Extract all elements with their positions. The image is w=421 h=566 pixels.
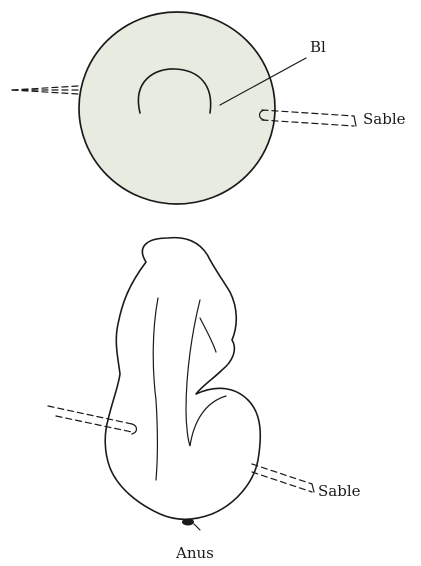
left-needle-bottom	[48, 406, 137, 434]
bottom-panel-embryo: Sable Anus	[48, 238, 361, 562]
embryo-inner-fold-left	[153, 298, 158, 480]
embryo-outline	[105, 238, 260, 520]
gastrula-outline	[79, 12, 275, 204]
top-panel-gastrula: Bl Sable	[12, 12, 406, 204]
needle-label-bottom: Sable	[318, 482, 361, 500]
needle-label-top: Sable	[363, 110, 406, 128]
left-needle-top	[12, 86, 78, 94]
embryo-small-fold	[200, 318, 216, 352]
anus-tick	[194, 524, 200, 530]
blastopore-label: Bl	[310, 38, 326, 56]
embryo-inner-fold-right	[186, 300, 226, 446]
right-needle-bottom	[252, 464, 314, 492]
anus-label: Anus	[175, 544, 214, 562]
anus-mark	[182, 519, 194, 526]
